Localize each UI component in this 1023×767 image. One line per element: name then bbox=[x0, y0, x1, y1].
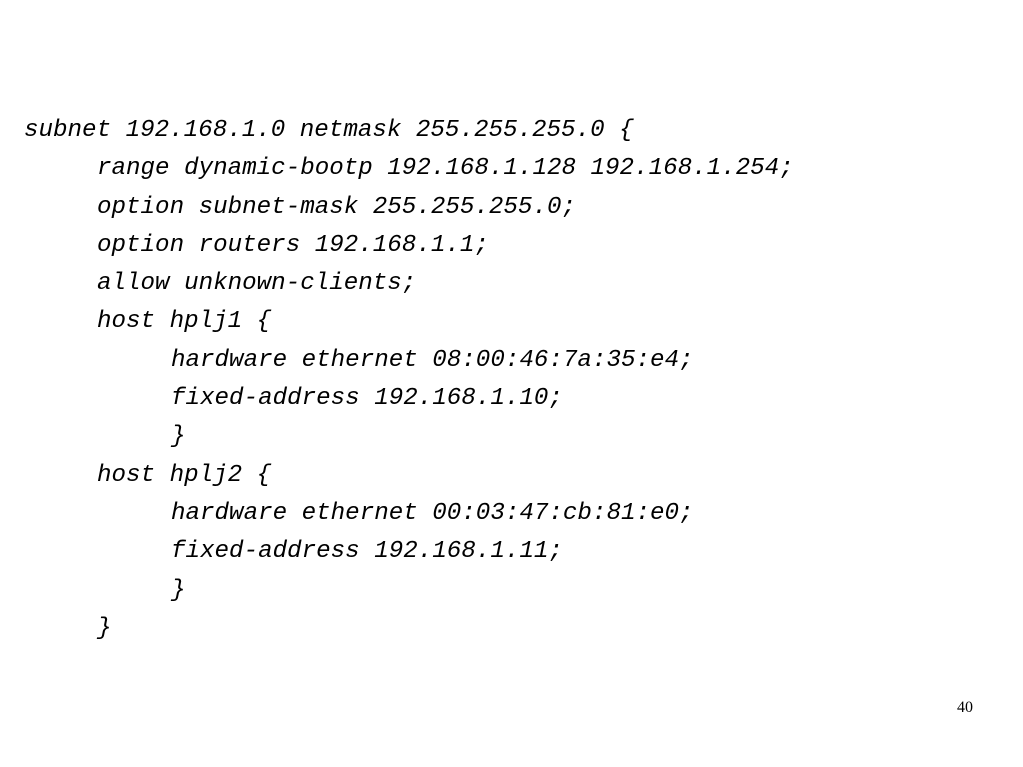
code-line-hplj2-address: fixed-address 192.168.1.11; bbox=[171, 538, 563, 566]
code-line-hplj1-close: } bbox=[171, 423, 186, 451]
code-line-hplj1-address: fixed-address 192.168.1.10; bbox=[171, 385, 563, 413]
code-line-hplj2-hardware: hardware ethernet 00:03:47:cb:81:e0; bbox=[171, 499, 694, 527]
code-line-host-hplj2-open: host hplj2 { bbox=[97, 461, 272, 489]
code-line-routers: option routers 192.168.1.1; bbox=[97, 231, 489, 259]
code-line-host-hplj1-open: host hplj1 { bbox=[97, 308, 272, 336]
code-line-hplj1-hardware: hardware ethernet 08:00:46:7a:35:e4; bbox=[171, 346, 694, 374]
code-line-hplj2-close: } bbox=[171, 576, 186, 604]
code-line-subnet-mask: option subnet-mask 255.255.255.0; bbox=[97, 193, 576, 221]
code-line-subnet-open: subnet 192.168.1.0 netmask 255.255.255.0… bbox=[24, 117, 634, 144]
dhcp-config-code-block: subnet 192.168.1.0 netmask 255.255.255.0… bbox=[24, 112, 794, 648]
code-line-range: range dynamic-bootp 192.168.1.128 192.16… bbox=[97, 155, 794, 183]
code-line-allow-unknown: allow unknown-clients; bbox=[97, 270, 417, 298]
page-number: 40 bbox=[957, 699, 973, 716]
code-line-subnet-close: } bbox=[97, 614, 112, 642]
